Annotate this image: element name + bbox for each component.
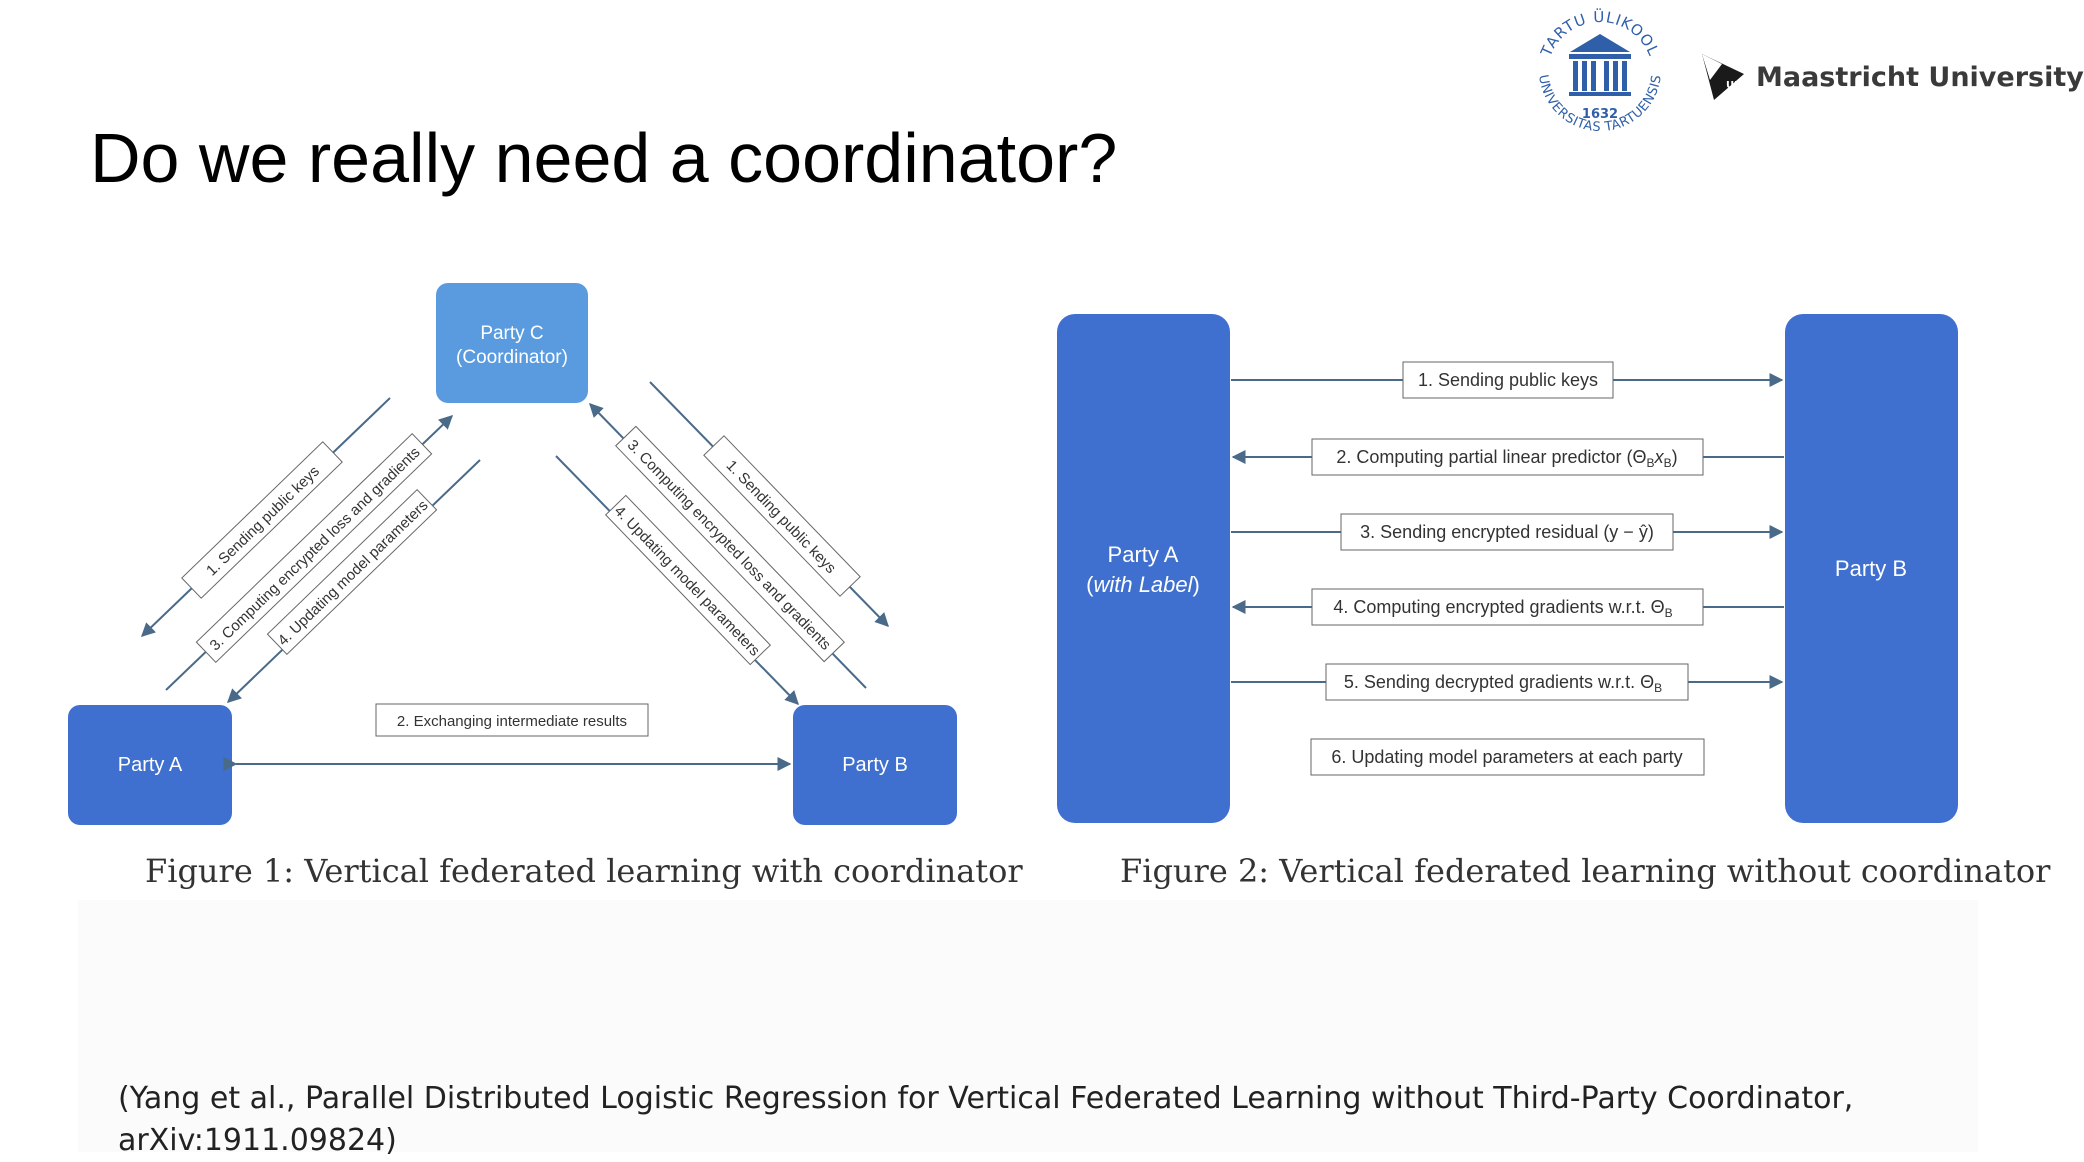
figure-1-caption: Figure 1: Vertical federated learning wi… [145,852,1023,890]
fig2-step-3-box [1340,513,1674,551]
slide-title: Do we really need a coordinator? [90,119,1118,197]
citation: (Yang et al., Parallel Distributed Logis… [118,1081,1854,1158]
figure-2-caption: Figure 2: Vertical federated learning wi… [1120,852,2051,890]
fig2-party-b-box [1785,314,1958,823]
fig1-party-a-box [68,705,232,825]
fig2-party-a-sublabel: (with Label) [1086,572,1200,597]
fig1-left-label-1: 1. Sending public keys [181,441,343,599]
fig2-step-1-box [1402,361,1614,399]
fig2-party-a-box [1057,314,1230,823]
fig2-step-6: 6. Updating model parameters at each par… [1331,747,1682,767]
fig2-step-1: 1. Sending public keys [1418,370,1598,390]
svg-text:UM: UM [1726,80,1744,91]
fig1-party-b-label: Party B [842,754,908,776]
building-icon [1569,34,1631,96]
party-c-label: Party C [480,323,543,344]
fig2-step-2-box [1311,438,1704,476]
tartu-logo-year: 1632 [1582,107,1618,122]
fig1-right-label-2: 1. Sending public keys [703,435,861,597]
figure-2: Party A (with Label) Party B 1. Sending … [1057,314,1958,823]
maastricht-university-name: Maastricht University [1756,62,2084,93]
fig2-step-6-box [1310,738,1705,776]
fig2-party-a-label: Party A [1108,542,1179,567]
party-c-sublabel: (Coordinator) [456,347,568,368]
fig2-party-b-label: Party B [1835,556,1907,581]
fig2-step-4: 4. Computing encrypted gradients w.r.t. … [1333,597,1672,620]
fig2-step-3: 3. Sending encrypted residual (y − ŷ) [1360,522,1654,542]
party-c-box [436,283,588,403]
fig1-party-a-label: Party A [118,754,183,776]
maastricht-university-logo: UM Maastricht University [1700,50,2084,110]
diagrams-canvas: Party C (Coordinator) Party A Party B 1.… [68,283,1958,825]
figure-1: Party C (Coordinator) Party A Party B 1.… [68,283,957,825]
fig1-bottom-label: 2. Exchanging intermediate results [397,713,627,730]
fig2-step-2: 2. Computing partial linear predictor (Θ… [1336,447,1677,470]
svg-text:4. Updating model parameters: 4. Updating model parameters [611,503,763,660]
um-mark-icon: UM [1702,54,1744,100]
slide-lower-background [78,900,1978,1152]
fig2-step-5-box [1325,663,1689,701]
tartu-university-logo: TARTU ÜLIKOOL UNIVERSITAS TARTUENSIS 163… [1535,7,1664,135]
fig1-party-b-box [793,705,957,825]
fig2-step-4-box [1311,588,1704,626]
fig2-step-5: 5. Sending decrypted gradients w.r.t. ΘB [1344,672,1662,695]
fig1-bottom-label-box [375,703,649,737]
